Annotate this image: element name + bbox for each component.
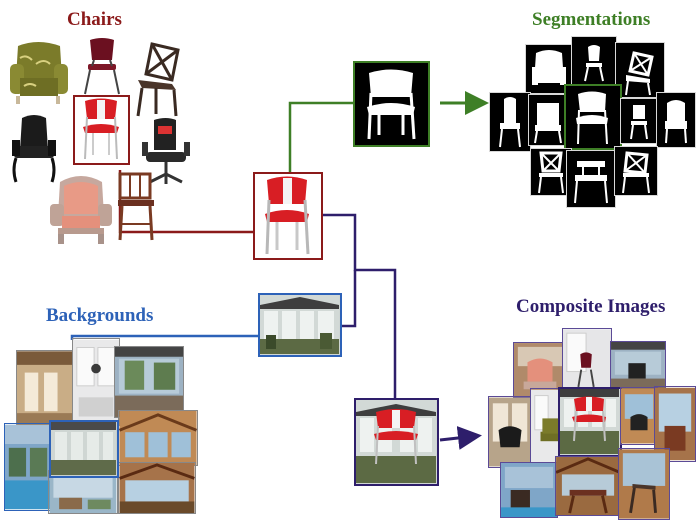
background-image — [4, 423, 52, 511]
composite-arrow — [439, 426, 482, 450]
segmentation-mask — [571, 36, 617, 88]
segmentation-mask — [528, 94, 568, 146]
composite-images-label: Composite Images — [516, 296, 666, 317]
background-image — [72, 338, 120, 426]
segmentation-mask — [620, 98, 658, 144]
chair-image — [10, 42, 68, 104]
composite-image — [500, 462, 558, 518]
segmentation-mask — [615, 42, 665, 98]
segmentation-mask — [566, 150, 616, 208]
chairs-label: Chairs — [67, 9, 122, 30]
segmentation-mask-highlight — [564, 84, 622, 150]
chair-image — [12, 115, 56, 183]
chair-image — [136, 42, 180, 117]
selected-background — [258, 293, 342, 357]
composite-image — [620, 387, 658, 445]
composite-image — [555, 456, 621, 516]
composite-image — [562, 328, 612, 394]
chair-image — [84, 38, 120, 95]
composite-image — [654, 386, 696, 462]
selected-composite — [354, 398, 439, 486]
segmentation-line — [288, 101, 353, 172]
background-image — [114, 346, 184, 418]
chair-image — [83, 98, 119, 160]
chair-image — [142, 118, 190, 184]
background-image — [118, 462, 196, 514]
segmentation-mask — [614, 146, 658, 196]
background-image — [48, 470, 118, 514]
composite-image-highlight — [558, 387, 622, 457]
selected-chair-thumbnail — [73, 95, 130, 165]
backgrounds-label: Backgrounds — [46, 305, 154, 326]
composite-image — [618, 448, 670, 520]
background-image — [16, 350, 74, 428]
selected-background-thumbnail — [49, 420, 119, 478]
chair-image — [118, 172, 154, 241]
segmentation-mask — [530, 148, 572, 196]
selected-segmentation — [353, 61, 430, 147]
segmentations-label: Segmentations — [532, 9, 651, 30]
composite-image — [513, 342, 567, 398]
segmentation-mask — [656, 92, 696, 148]
composite-line-background — [342, 270, 357, 328]
segmentation-mask — [489, 92, 531, 152]
chair-image — [50, 176, 112, 244]
selected-chair — [253, 172, 323, 260]
background-image — [118, 410, 198, 466]
composite-image — [488, 396, 534, 468]
